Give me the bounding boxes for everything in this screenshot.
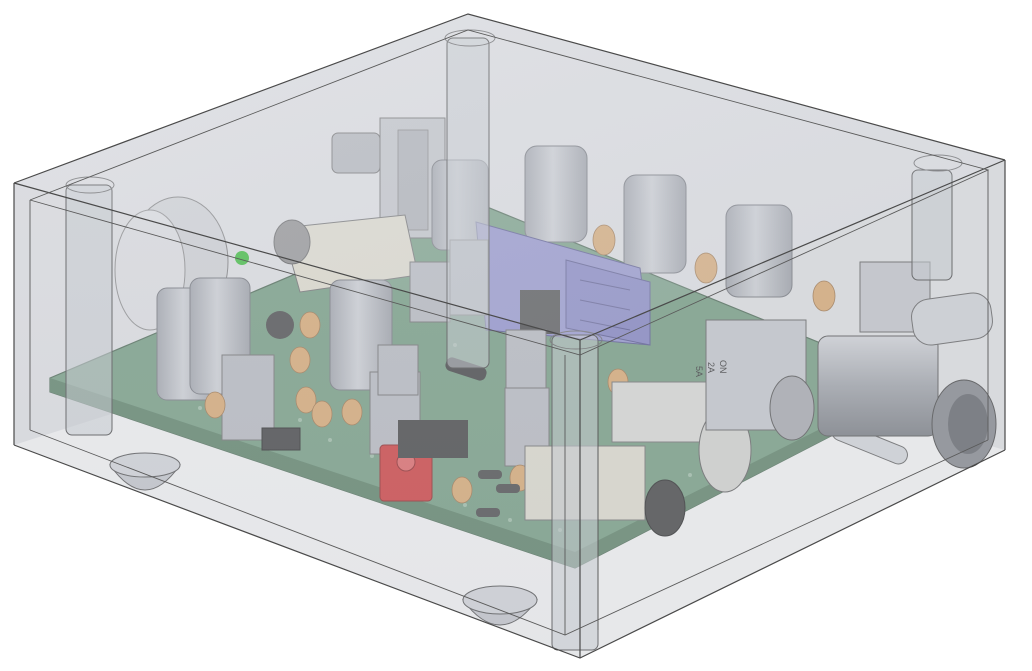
switch-label-3: 5A [694, 366, 704, 377]
enclosure-shell [13, 13, 1006, 659]
rear-pot-right [859, 261, 993, 346]
switch-label-1: ON [718, 360, 728, 374]
switch-label-2: 2A [706, 362, 716, 373]
bnc-connector [817, 335, 997, 469]
